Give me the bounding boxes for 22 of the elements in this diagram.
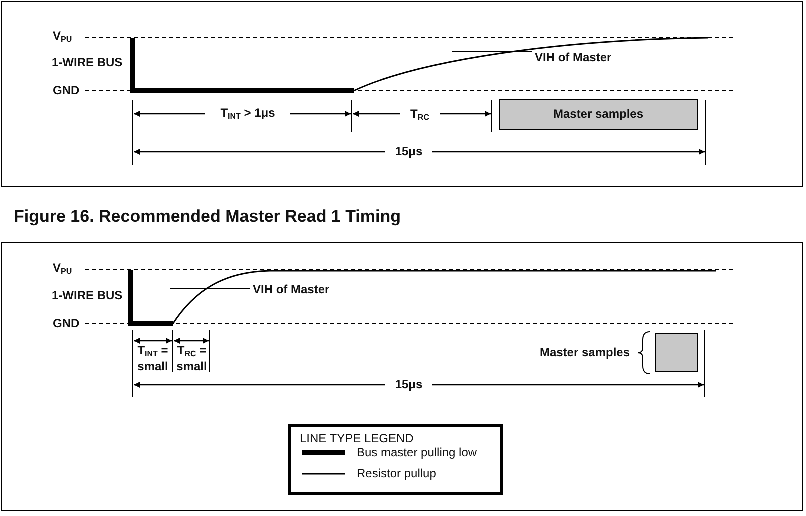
signal-label: 1-WIRE BUS: [52, 290, 123, 302]
threshold-label: VIH of Master: [253, 284, 330, 296]
legend-label: Resistor pullup: [357, 468, 436, 480]
dimension-label: T$_{RC}$ = small: [176, 344, 208, 374]
threshold-label: VIH of Master: [535, 52, 612, 64]
legend-label: Bus master pulling low: [357, 446, 478, 460]
dimension-label: 15μs: [395, 146, 423, 158]
figure-title: Figure 16. Recommended Master Read 1 Timing: [14, 207, 402, 227]
level-label: V$_{PU}$: [53, 30, 72, 46]
dimension-label: T$_{INT}$ = small: [136, 344, 170, 374]
window-label: Master samples: [553, 108, 644, 121]
legend-title: LINE TYPE LEGEND: [300, 432, 414, 446]
dimension-label: T$_{RC}$: [410, 108, 430, 124]
sample-window: [655, 333, 698, 372]
signal-label: 1-WIRE BUS: [52, 56, 123, 70]
level-label: GND: [53, 84, 80, 98]
window-label: Master samples: [540, 346, 630, 360]
dimension-label: T$_{INT}$ > 1μs: [220, 107, 276, 123]
sample-window: [499, 99, 698, 130]
level-label: V$_{PU}$: [53, 262, 72, 278]
dimension-label: 15μs: [395, 378, 423, 392]
level-label: GND: [53, 318, 80, 330]
